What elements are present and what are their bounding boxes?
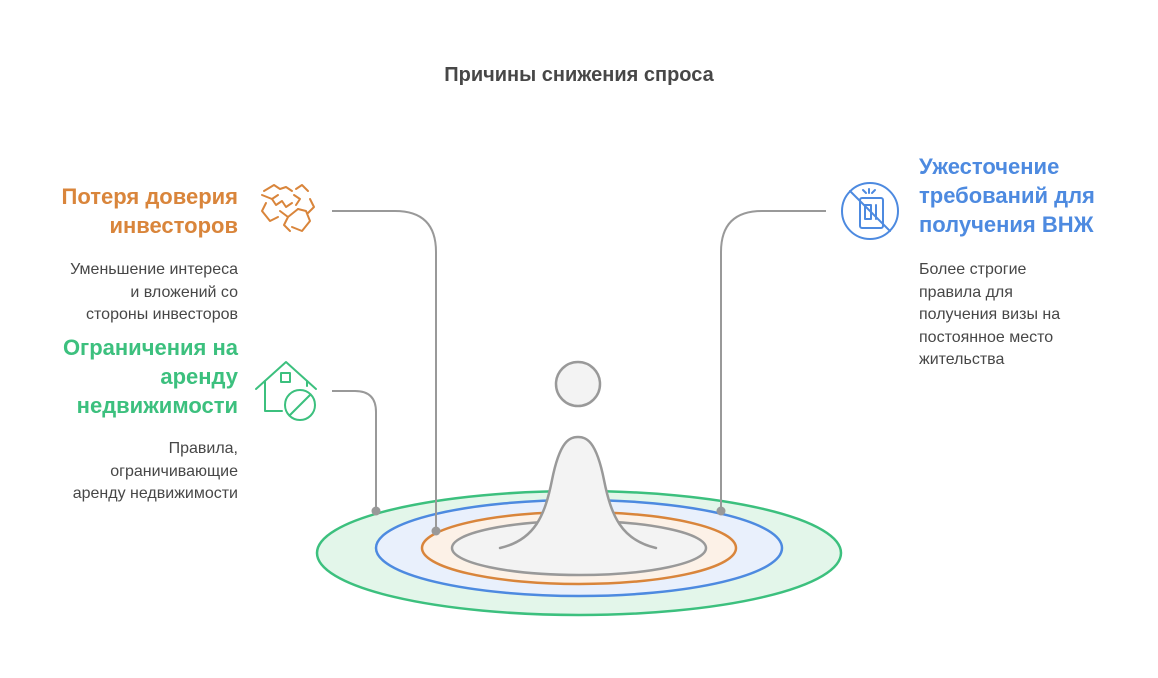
heading-line: недвижимости (76, 393, 238, 418)
handshake-icon (261, 184, 315, 232)
desc-line: стороны инвесторов (86, 306, 238, 323)
heading-line: требований для (919, 183, 1095, 208)
desc-investor-trust: Уменьшение интереса и вложений со сторон… (70, 259, 238, 327)
connector-dot-orange (431, 526, 441, 536)
connector-green (332, 390, 377, 511)
desc-line: получения визы на (919, 306, 1061, 323)
desc-line: Уменьшение интереса (70, 261, 238, 278)
connector-orange (332, 210, 437, 531)
house-restricted-icon (255, 361, 317, 421)
desc-line: ограничивающие (110, 462, 238, 480)
desc-line: Более строгие (919, 261, 1027, 278)
desc-rental-restrictions: Правила, ограничивающие аренду недвижимо… (73, 438, 238, 506)
heading-line: инвесторов (109, 213, 238, 238)
heading-residence-permit: Ужесточение требований для получения ВНЖ (919, 152, 1095, 239)
desc-line: и вложений со (130, 283, 238, 301)
connector-dot-green (371, 506, 381, 516)
heading-rental-restrictions: Ограничения на аренду недвижимости (63, 333, 238, 420)
desc-line: Правила, (168, 440, 238, 457)
heading-line: Потеря доверия (61, 184, 238, 209)
connector-blue (720, 210, 826, 511)
heading-line: аренду (160, 364, 238, 389)
no-passport-icon (841, 182, 899, 240)
desc-line: аренду недвижимости (72, 485, 238, 502)
connector-dot-blue (716, 506, 726, 516)
diagram-title: Причины снижения спроса (444, 64, 714, 86)
desc-line: жительства (919, 351, 1005, 368)
heading-investor-trust: Потеря доверия инвесторов (62, 182, 238, 240)
splash-drop (498, 435, 658, 550)
heading-line: Ужесточение (919, 154, 1060, 179)
desc-residence-permit: Более строгие правила для получения визы… (919, 259, 1060, 372)
falling-drop (554, 360, 602, 408)
desc-line: постоянное место (919, 328, 1054, 346)
heading-line: Ограничения на (62, 335, 238, 360)
heading-line: получения ВНЖ (919, 212, 1094, 237)
desc-line: правила для (919, 283, 1013, 301)
